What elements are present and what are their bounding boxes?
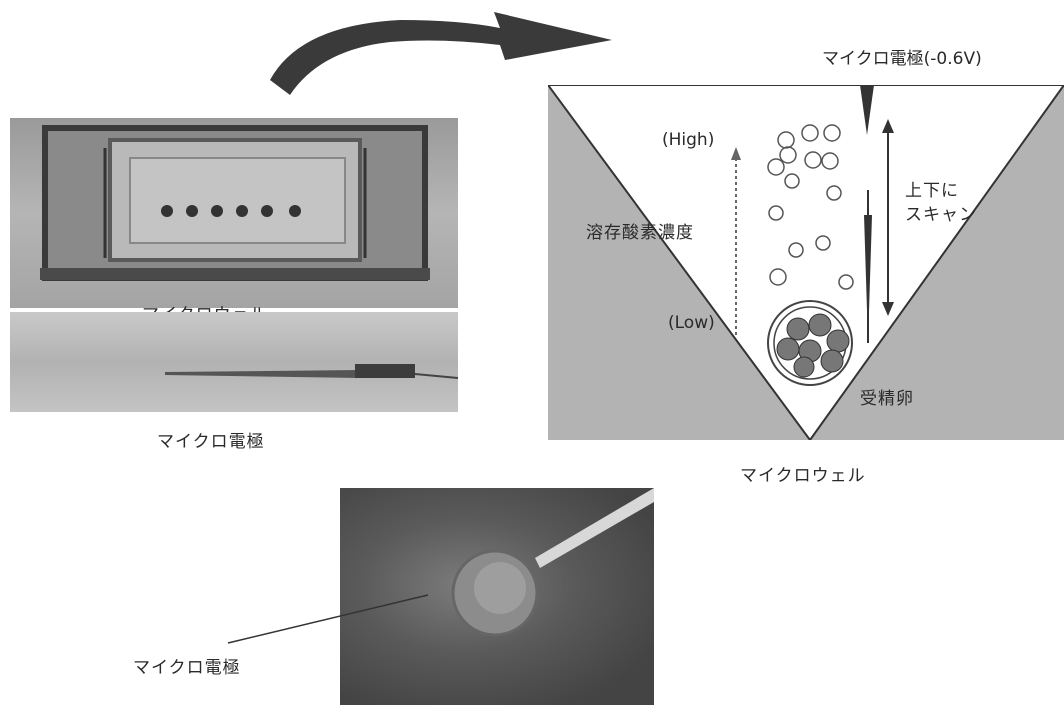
oxygen-concentration-label: 溶存酸素濃度 [586,223,694,243]
microwell-chip-graphic [40,125,430,281]
electrode-needle-graphic [165,364,458,379]
microelectrode-photo [10,312,458,412]
microelectrode-photo-label: マイクロ電極 [157,432,265,452]
schematic-graphic [548,85,1064,440]
bottom-electrode-label: マイクロ電極 [133,658,241,678]
low-label: (Low) [668,313,715,333]
embryo-photo-graphic [451,488,654,637]
scan-label-line2: スキャン [905,205,977,225]
electrode-voltage-label: マイクロ電極(-0.6V) [822,49,982,69]
microwell-schematic [548,85,1064,440]
scan-label-line1: 上下に [905,181,959,201]
embryo-measurement-photo [340,488,654,705]
high-label: (High) [662,130,715,150]
microwell-photo [10,118,458,308]
fertilized-egg-label: 受精卵 [860,389,914,409]
schematic-well-label: マイクロウェル [740,466,866,486]
